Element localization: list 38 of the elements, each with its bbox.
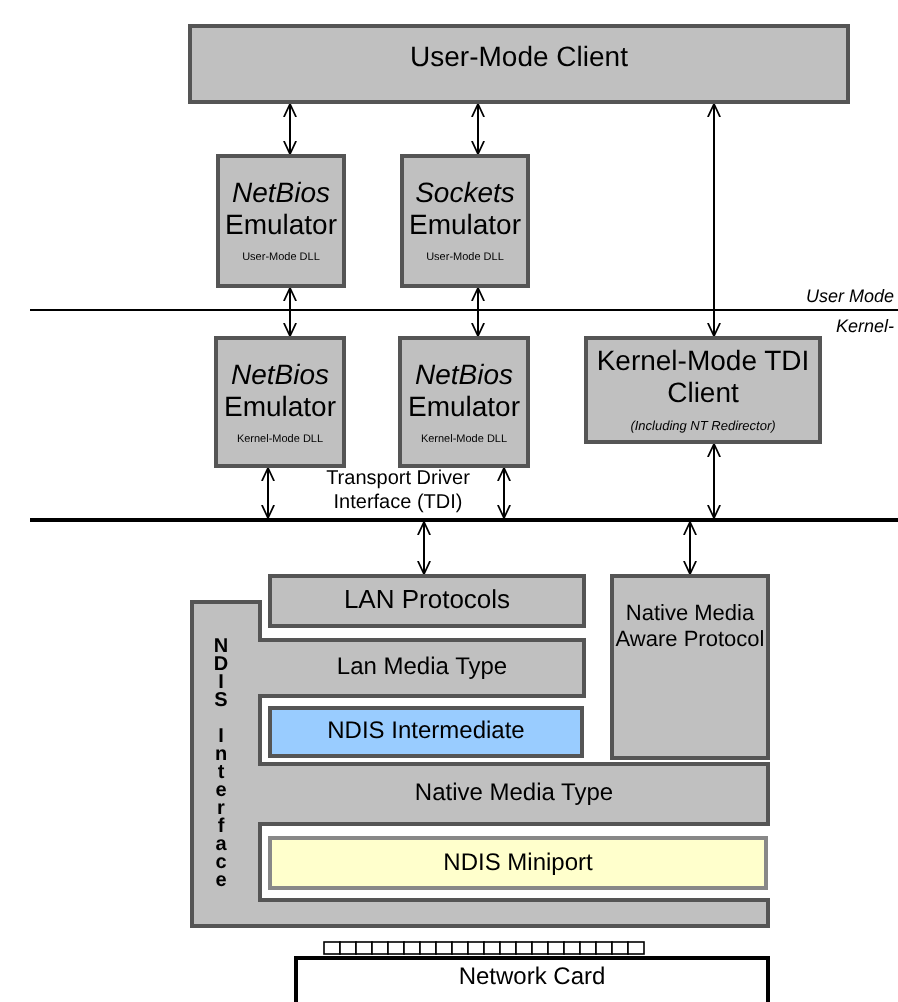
node-label: Lan Media Type <box>336 654 508 682</box>
client-box <box>188 24 850 104</box>
emulator-box <box>400 154 530 288</box>
node-label: NDIS Intermediate <box>327 718 525 746</box>
arrow <box>471 103 485 155</box>
arrow <box>417 521 431 575</box>
node-label: NetBios Emulator <box>405 357 523 422</box>
emulator-box <box>214 336 346 468</box>
arrow <box>683 521 697 575</box>
arrow <box>471 287 485 337</box>
network-card <box>294 956 770 1002</box>
node-label: NDIS Miniport <box>443 849 593 877</box>
intermediate-box <box>268 706 584 758</box>
arrow <box>707 443 721 519</box>
node-label: Kernel-Mode TDI Client <box>594 344 812 409</box>
arrow <box>261 467 275 519</box>
protocol-box <box>268 574 586 628</box>
node-label: Sockets Emulator <box>406 176 524 241</box>
node-label: LAN Protocols <box>343 586 511 616</box>
node-label: User-Mode Client <box>410 40 628 73</box>
emulator-box <box>398 336 530 468</box>
mode-label: User Mode <box>805 286 894 306</box>
arrow <box>707 103 721 337</box>
arrow <box>283 103 297 155</box>
node-label: Network Card <box>458 964 606 992</box>
client-box <box>584 336 822 444</box>
protocol-box <box>610 574 770 760</box>
emulator-box <box>216 154 346 288</box>
mode-label: Kernel- <box>835 316 894 336</box>
node-label: Native Media Type <box>414 780 614 808</box>
interface-line <box>30 518 898 522</box>
node-label: NDIS Interface <box>210 636 230 888</box>
node-label: Native Media Aware Protocol <box>614 602 766 653</box>
arrow <box>497 467 511 519</box>
node-label: NetBios Emulator <box>222 176 340 241</box>
miniport-box <box>268 836 768 890</box>
node-label: NetBios Emulator <box>221 357 339 422</box>
arrow <box>283 287 297 337</box>
